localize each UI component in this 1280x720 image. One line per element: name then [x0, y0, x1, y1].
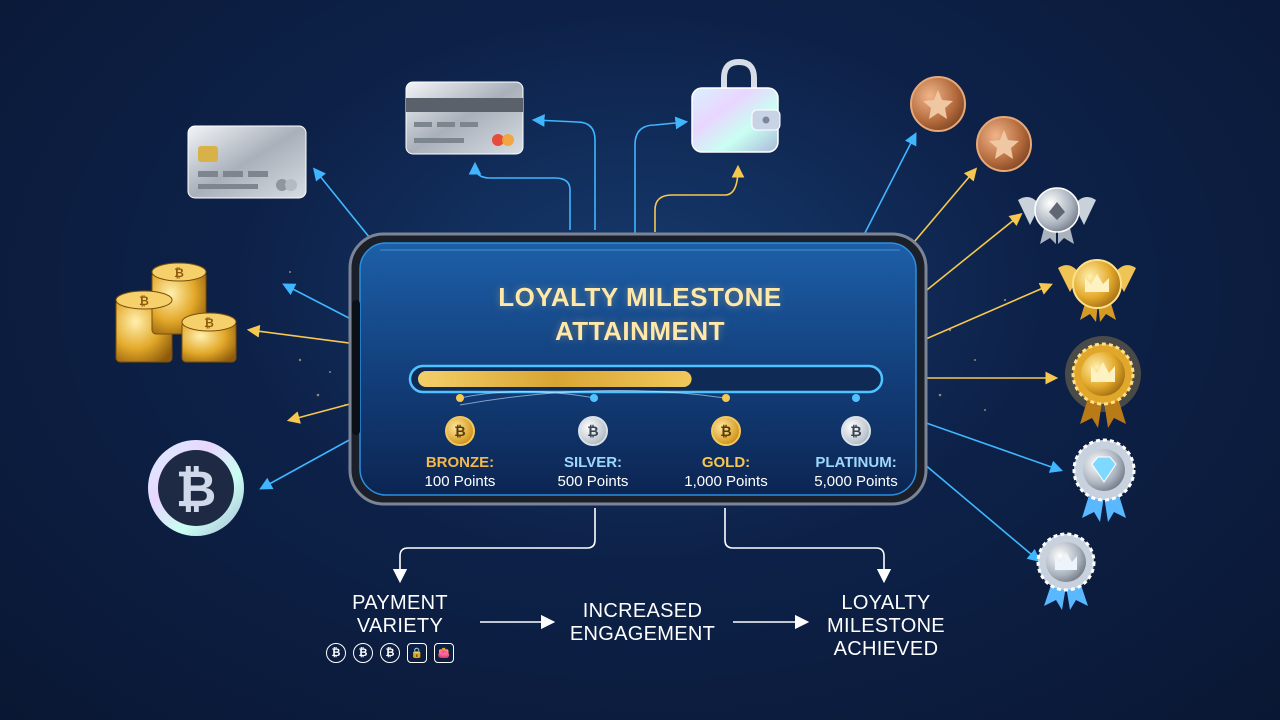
credit-card-icon [187, 125, 307, 199]
gold-crown-winged-badge-icon [1058, 259, 1136, 322]
flow-step-milestone-achieved: LOYALTY MILESTONE ACHIEVED [812, 592, 960, 661]
milestone-tier-label: GOLD: [701, 454, 751, 471]
phone-notch [352, 300, 360, 435]
debit-card-icon [405, 81, 524, 155]
diamond-rosette-icon [1072, 438, 1136, 522]
flow-step-line: ENGAGEMENT [569, 623, 716, 645]
title-line-1: LOYALTY MILESTONE [498, 282, 782, 312]
flow-connectors [392, 508, 892, 630]
marker-gold [722, 394, 730, 402]
platinum-coin-icon: ₿ [841, 416, 871, 446]
bitcoin-mini-icon: ₿ [353, 643, 373, 663]
bronze-star-medal-icon [976, 116, 1032, 172]
bitcoin-mini-icon: ₿ [326, 643, 346, 663]
payment-mini-icons: ₿ ₿ ₿ 🔒 👛 [326, 643, 454, 663]
svg-text:₿: ₿ [139, 294, 149, 308]
milestone-tier-label: PLATINUM: [815, 454, 897, 471]
bronze-coin-icon: ₿ [445, 416, 475, 446]
bronze-star-medal-icon [910, 76, 966, 132]
flow-step-increased-engagement: INCREASED ENGAGEMENT [560, 600, 725, 646]
svg-text:₿: ₿ [204, 316, 214, 330]
platinum-crown-rosette-icon [1036, 532, 1096, 610]
flow-step-line: LOYALTY [841, 592, 931, 614]
svg-text:₿: ₿ [176, 460, 217, 518]
lock-mini-icon: 🔒 [407, 643, 427, 663]
milestone-points: 5,000 Points [814, 473, 898, 490]
title-line-2: ATTAINMENT [554, 316, 726, 346]
flow-step-line: VARIETY [356, 615, 444, 637]
milestone-tier-label: BRONZE: [425, 454, 495, 471]
milestone-points: 500 Points [557, 473, 629, 490]
flow-step-payment-variety: PAYMENT VARIETY [330, 592, 470, 638]
marker-silver [590, 394, 598, 402]
gold-crown-rosette-icon [1065, 336, 1141, 428]
flow-step-line: ACHIEVED [833, 638, 939, 660]
flow-step-line: PAYMENT [352, 592, 448, 614]
milestone-bronze: ₿ BRONZE: 100 Points [395, 416, 525, 492]
gold-coin-stack-icon: ₿ ₿ ₿ [115, 262, 237, 363]
milestone-points: 1,000 Points [684, 473, 768, 490]
flow-step-line: MILESTONE [827, 615, 945, 637]
marker-platinum [852, 394, 860, 402]
silver-coin-icon: ₿ [578, 416, 608, 446]
flow-step-line: INCREASED [582, 600, 703, 622]
marker-bronze [456, 394, 464, 402]
bitcoin-mini-icon: ₿ [380, 643, 400, 663]
milestone-markers [456, 394, 860, 402]
loyalty-progress-bar [408, 364, 884, 406]
milestone-gold: ₿ GOLD: 1,000 Points [661, 416, 791, 492]
phone-title: LOYALTY MILESTONE ATTAINMENT [400, 280, 880, 348]
milestone-points: 100 Points [424, 473, 496, 490]
wallet-mini-icon: 👛 [434, 643, 454, 663]
digital-wallet-icon [691, 58, 781, 153]
milestone-silver: ₿ SILVER: 500 Points [528, 416, 658, 492]
milestone-platinum: ₿ PLATINUM: 5,000 Points [791, 416, 921, 492]
silver-winged-badge-icon [1018, 187, 1096, 244]
gold-coin-icon: ₿ [711, 416, 741, 446]
svg-text:₿: ₿ [174, 266, 184, 280]
bitcoin-coin-icon: ₿ [148, 440, 244, 536]
milestone-tier-label: SILVER: [563, 454, 623, 471]
progress-fill [418, 371, 692, 387]
